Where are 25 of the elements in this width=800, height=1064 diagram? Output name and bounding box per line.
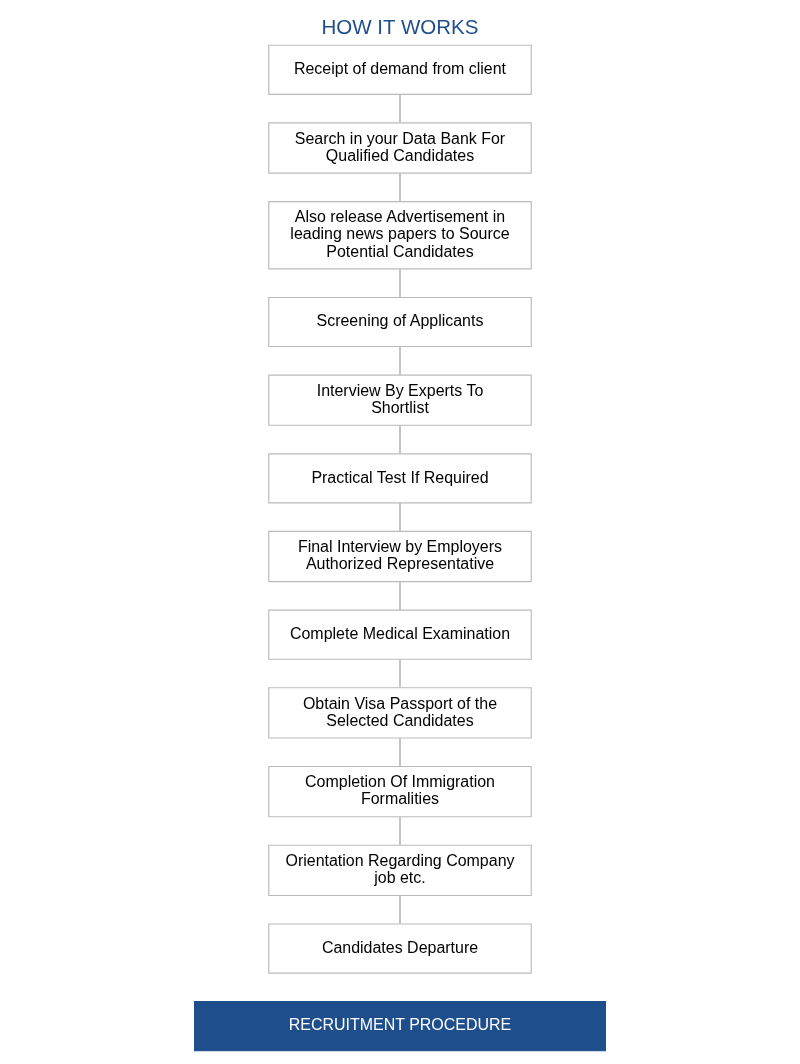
connector xyxy=(399,894,401,925)
node-box: Obtain Visa Passport of the Selected Candidates xyxy=(268,687,532,739)
node-box: Final Interview by Employers Authorized Representative xyxy=(268,530,532,583)
connector xyxy=(399,580,401,611)
node-box: Receipt of demand from client xyxy=(268,44,532,95)
connector xyxy=(399,345,401,376)
connector xyxy=(399,502,401,532)
node-box: Screening of Applicants xyxy=(268,296,532,348)
node-box: Candidates Departure xyxy=(268,923,532,974)
connector xyxy=(399,172,401,203)
connector xyxy=(399,658,401,689)
connector xyxy=(399,737,401,768)
node-box: Completion Of Immigration Formalities xyxy=(268,765,532,818)
connector xyxy=(399,424,401,455)
node-box: Complete Medical Examination xyxy=(268,609,532,660)
diagram-title: HOW IT WORKS xyxy=(321,15,479,39)
node-box: Also release Advertisement in leading news papers to Source Potential Candidates xyxy=(268,201,532,270)
node-box: Search in your Data Bank For Qualified Candidates xyxy=(268,122,532,174)
node-box: Practical Test If Required xyxy=(268,453,532,504)
connector xyxy=(399,816,401,846)
connector xyxy=(399,93,401,124)
label: RECRUITMENT PROCEDURE xyxy=(288,1016,512,1034)
node-box: Orientation Regarding Company job etc. xyxy=(268,844,532,897)
connector xyxy=(399,268,401,298)
node-box: Interview By Experts To Shortlist xyxy=(268,374,532,426)
